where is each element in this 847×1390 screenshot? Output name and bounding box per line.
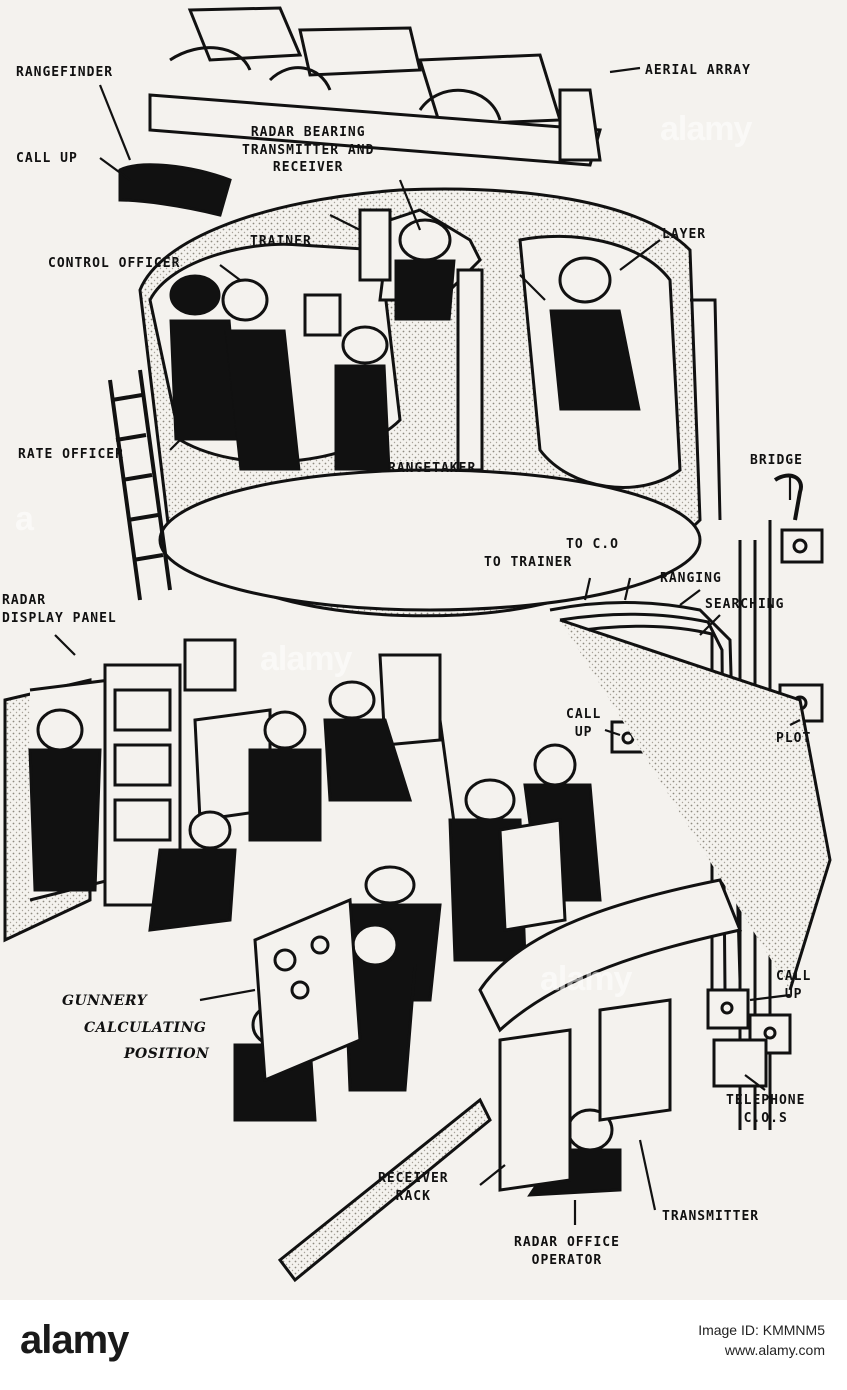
label-rangetaker: RANGETAKER: [388, 461, 477, 476]
label-receiver-rack: RECEIVER RACK: [378, 1170, 449, 1205]
label-call-up-mid: CALL UP: [566, 706, 601, 741]
radar-display-panel: [103, 638, 442, 907]
label-call-up-mid-line1: CALL: [566, 707, 602, 722]
label-telephone-line1: TELEPHONE: [726, 1093, 806, 1108]
image-id: Image ID: KMMNM5: [698, 1322, 825, 1338]
label-rate-officer: RATE OFFICER: [18, 447, 124, 462]
label-ranging: RANGING: [660, 571, 722, 586]
label-gunnery-line1: GUNNERY: [62, 993, 148, 1009]
label-layer: LAYER: [662, 227, 707, 242]
site-url: www.alamy.com: [724, 1342, 825, 1358]
label-radar-office-line2: OPERATOR: [531, 1252, 603, 1268]
label-gunnery-line3: POSITION: [124, 1046, 210, 1063]
label-call-up-mid-line2: UP: [574, 724, 593, 740]
label-radar-office-operator: RADAR OFFICE OPERATOR: [514, 1234, 620, 1269]
label-receiver-rack-line1: RECEIVER: [378, 1171, 449, 1186]
label-transmitter: TRANSMITTER: [662, 1209, 760, 1224]
label-radar-bearing: RADAR BEARING TRANSMITTER AND RECEIVER: [242, 124, 374, 177]
label-to-trainer: TO TRAINER: [484, 555, 573, 570]
label-call-up-right-line2: UP: [784, 986, 803, 1002]
bridge-telephone: [773, 473, 803, 521]
label-telephone-line2: C.O.S: [743, 1110, 788, 1126]
label-radar-bearing-line3: RECEIVER: [272, 160, 344, 176]
label-searching: SEARCHING: [705, 597, 785, 612]
label-gunnery-line2: CALCULATING: [84, 1019, 207, 1036]
label-radar-display-line1: RADAR: [2, 593, 47, 608]
gunnery-table: [253, 818, 567, 1083]
label-radar-bearing-line2: TRANSMITTER AND: [242, 142, 375, 158]
footer-meta: Image ID: KMMNM5 www.alamy.com: [698, 1320, 825, 1360]
alamy-logo: alamy: [20, 1318, 129, 1362]
label-bridge: BRIDGE: [750, 453, 803, 468]
label-radar-bearing-line1: RADAR BEARING: [250, 125, 366, 140]
radar-control-cutaway-illustration: [0, 0, 847, 1300]
label-radar-display-panel: RADAR DISPLAY PANEL: [2, 592, 117, 627]
label-radar-display-line2: DISPLAY PANEL: [2, 610, 117, 626]
label-rangefinder: RANGEFINDER: [16, 65, 114, 80]
rangefinder: [118, 163, 232, 217]
label-trainer: TRAINER: [250, 234, 312, 249]
label-call-up-right-line1: CALL: [776, 969, 812, 984]
label-plot: PLOT: [776, 731, 812, 746]
label-telephone-cos: TELEPHONE C.O.S: [726, 1092, 805, 1127]
label-control-officer: CONTROL OFFICER: [48, 256, 181, 271]
ladder: [108, 369, 172, 601]
transmitter-receiver-racks: [277, 878, 743, 1283]
aerial-array: [148, 6, 602, 167]
label-to-co: TO C.O: [566, 537, 619, 552]
label-receiver-rack-line2: RACK: [395, 1188, 431, 1204]
label-aerial-array: AERIAL ARRAY: [645, 63, 751, 78]
crew-figures-top: [169, 208, 641, 472]
leader-arrows: [54, 66, 801, 1225]
label-gunnery-calculating-position: GUNNERY CALCULATING POSITION: [62, 988, 209, 1068]
label-radar-office-line1: RADAR OFFICE: [514, 1235, 620, 1250]
stock-photo-footer: [0, 1300, 847, 1390]
label-call-up-right: CALL UP: [776, 968, 811, 1003]
label-call-up-top: CALL UP: [16, 151, 78, 166]
